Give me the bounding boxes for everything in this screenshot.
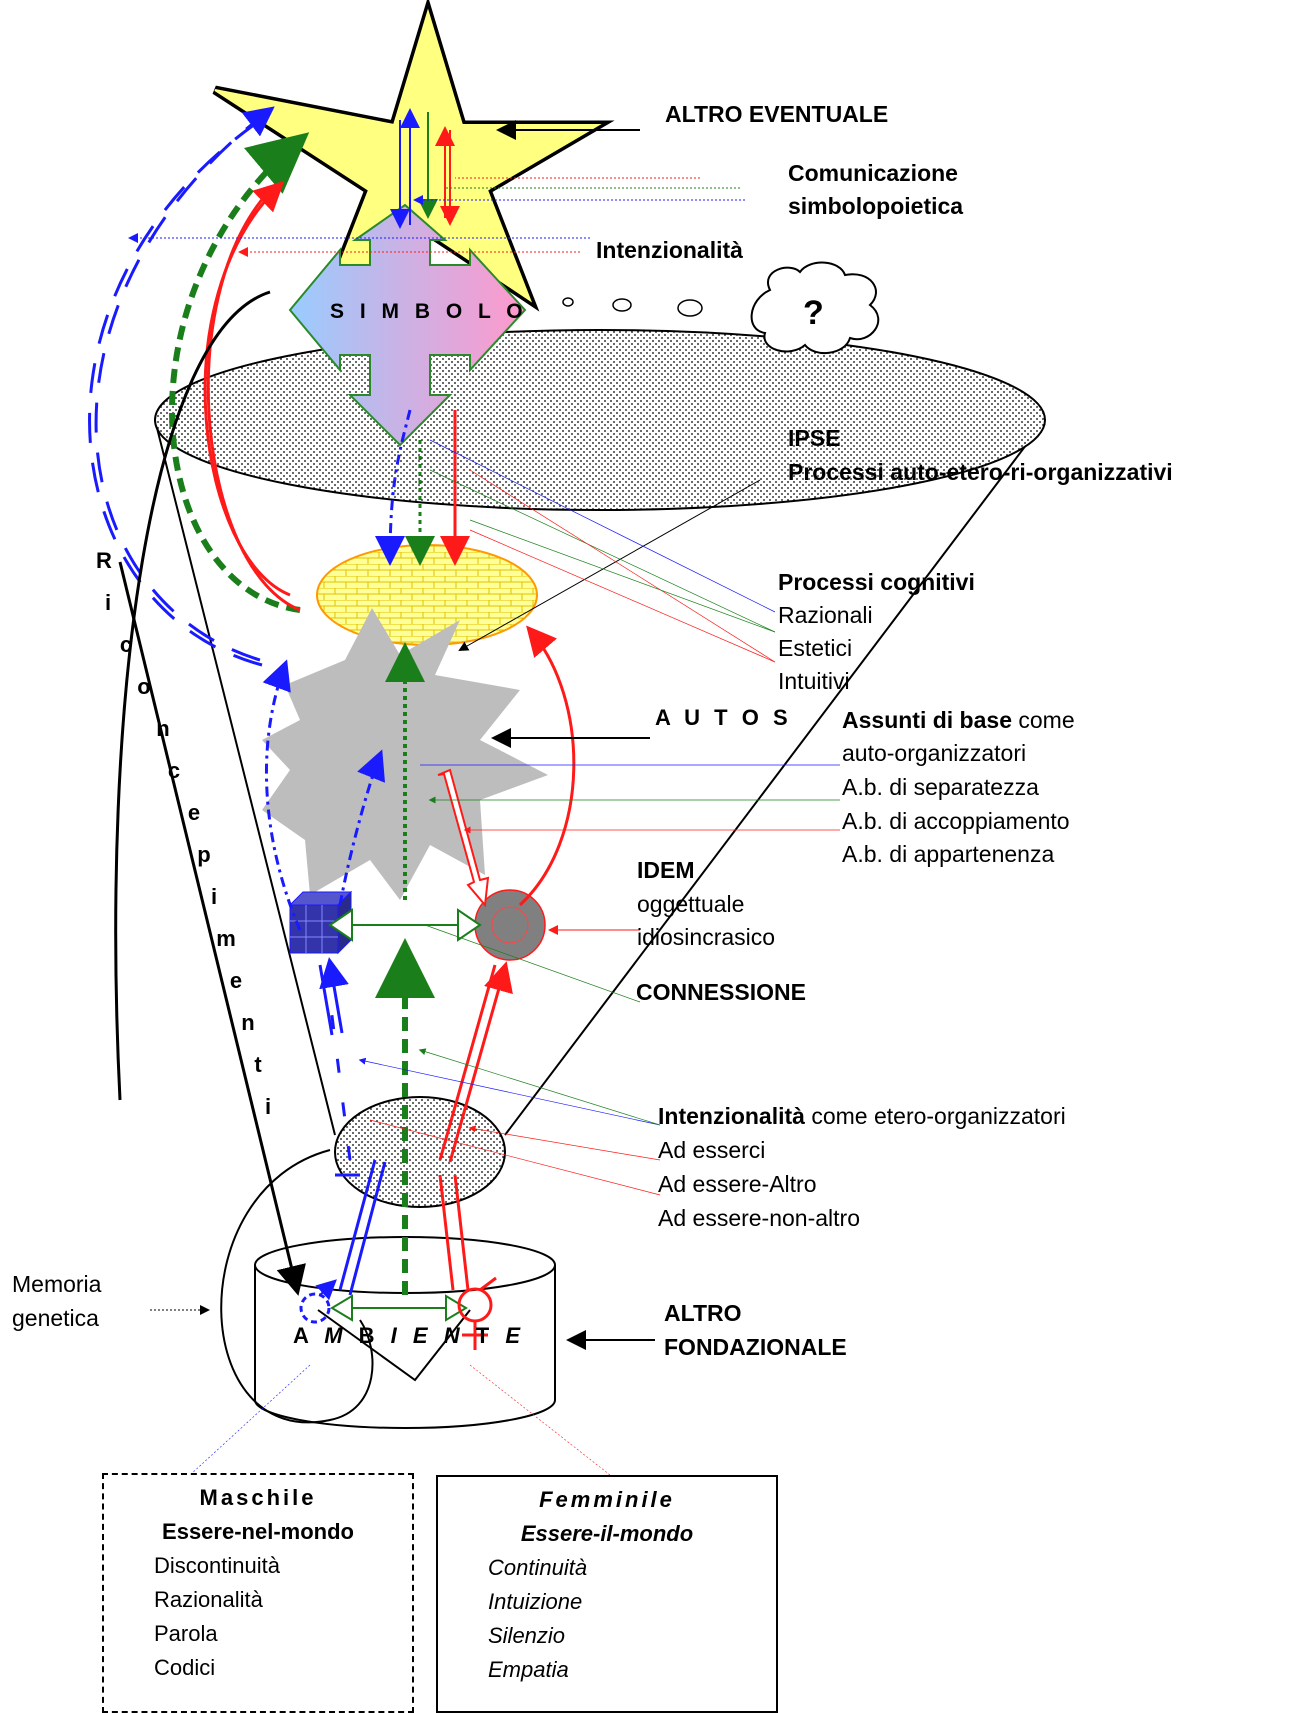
maschile-item: Razionalità	[104, 1583, 412, 1617]
assunti-title: Assunti di base come	[842, 704, 1075, 737]
assunti-bold: Assunti di base	[842, 707, 1012, 733]
intenzionalita-item: Ad essere-non-altro	[658, 1202, 860, 1235]
intenzionalita-item: Ad essere-Altro	[658, 1168, 817, 1201]
maschile-subtitle: Essere-nel-mondo	[104, 1515, 412, 1549]
assunti-item: A.b. di separatezza	[842, 771, 1039, 804]
ric-letter: i	[88, 590, 128, 632]
ipse-label: IPSE	[788, 422, 840, 455]
altro-fondazionale-label-2: FONDAZIONALE	[664, 1331, 847, 1364]
simbolo-label: S I M B O L O	[330, 300, 528, 324]
assunti-item: A.b. di accoppiamento	[842, 805, 1070, 838]
ambiente-letter: E	[505, 1323, 525, 1348]
altro-eventuale-label: ALTRO EVENTUALE	[665, 98, 888, 131]
bottom-ellipse	[335, 1097, 505, 1207]
ric-letter: e	[174, 800, 214, 842]
maschile-item: Codici	[104, 1651, 412, 1685]
intenzionalita-rest: come etero-organizzatori	[805, 1103, 1066, 1129]
maschile-item: Parola	[104, 1617, 412, 1651]
ipse-sub-label: Processi auto-etero-ri-organizzativi	[788, 456, 1173, 489]
ambiente-letter: I	[391, 1323, 402, 1348]
femminile-box: Femminile Essere-il-mondo Continuità Int…	[436, 1475, 778, 1713]
connessione-label: CONNESSIONE	[636, 976, 806, 1009]
altro-fondazionale-label-1: ALTRO	[664, 1297, 742, 1330]
intenzionalita-top-label: Intenzionalità	[596, 234, 743, 267]
ric-letter: c	[106, 632, 146, 674]
femminile-item: Continuità	[438, 1551, 776, 1585]
ric-letter: c	[154, 758, 194, 800]
autos-label: A U T O S	[655, 705, 792, 731]
idem-title: IDEM	[637, 854, 695, 887]
genetica-label: genetica	[12, 1302, 99, 1335]
idem-item: idiosincrasico	[637, 921, 775, 954]
ric-letter: t	[238, 1052, 278, 1094]
ambiente-letter: A	[293, 1323, 313, 1348]
ambiente-letter: E	[413, 1323, 433, 1348]
ric-letter: m	[206, 926, 246, 968]
intenzionalita-bold: Intenzionalità	[658, 1103, 805, 1129]
ambiente-letter: T	[476, 1323, 494, 1348]
ric-letter: R	[84, 548, 124, 590]
ipse-ellipse	[317, 545, 537, 645]
maschile-box: Maschile Essere-nel-mondo Discontinuità …	[102, 1473, 414, 1713]
femminile-subtitle: Essere-il-mondo	[438, 1517, 776, 1551]
maschile-title: Maschile	[104, 1481, 412, 1515]
ric-letter: n	[143, 716, 183, 758]
processi-item: Razionali	[778, 599, 873, 632]
simbolopoietica-label: simbolopoietica	[788, 190, 963, 223]
ambiente-letter: N	[444, 1323, 465, 1348]
comunicazione-label: Comunicazione	[788, 157, 958, 190]
femminile-item: Intuizione	[438, 1585, 776, 1619]
femminile-item: Empatia	[438, 1653, 776, 1687]
assunti-rest: come	[1012, 707, 1075, 733]
ambiente-letter: B	[359, 1323, 380, 1348]
femminile-title: Femminile	[438, 1483, 776, 1517]
ric-letter: i	[248, 1094, 288, 1136]
femminile-item: Silenzio	[438, 1619, 776, 1653]
ambiente-label: A M B I E N T E	[293, 1323, 525, 1349]
ric-letter: e	[216, 968, 256, 1010]
assunti-item: auto-organizzatori	[842, 737, 1026, 770]
processi-item: Estetici	[778, 632, 852, 665]
riconcepimenti-vertical: R i c o n c e p i m e n t i	[68, 548, 108, 1136]
intenzionalita-item: Ad esserci	[658, 1134, 765, 1167]
processi-item: Intuitivi	[778, 665, 850, 698]
ric-letter: i	[194, 884, 234, 926]
intenzionalita-title: Intenzionalità come etero-organizzatori	[658, 1100, 1066, 1133]
memoria-label: Memoria	[12, 1268, 101, 1301]
question-mark: ?	[803, 294, 824, 333]
ric-letter: n	[228, 1010, 268, 1052]
assunti-item: A.b. di appartenenza	[842, 838, 1054, 871]
idem-item: oggettuale	[637, 888, 744, 921]
ric-letter: o	[124, 674, 164, 716]
ambiente-letter: M	[324, 1323, 347, 1348]
maschile-item: Discontinuità	[104, 1549, 412, 1583]
ric-letter: p	[184, 842, 224, 884]
processi-cognitivi-title: Processi cognitivi	[778, 566, 975, 599]
